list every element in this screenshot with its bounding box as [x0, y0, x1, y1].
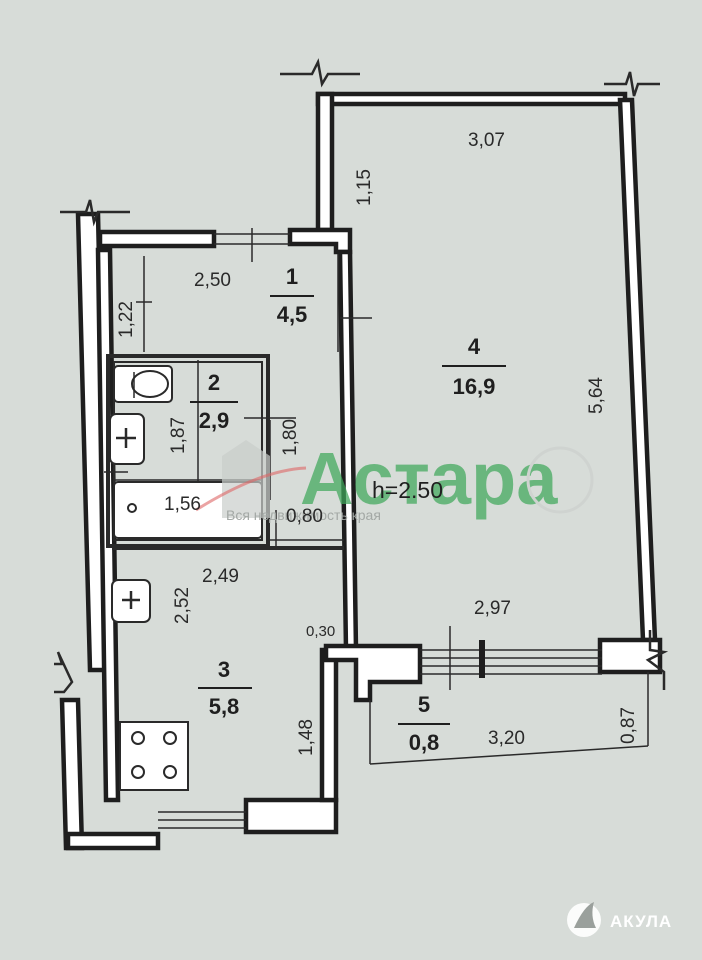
wall-kitchen-right — [319, 647, 339, 803]
door-room1-room4 — [337, 254, 372, 352]
akula-logo: АКУЛА — [567, 902, 672, 937]
ceiling-height: h=2.50 — [372, 477, 443, 503]
dim-1-87: 1,87 — [168, 417, 189, 454]
dim-3-07: 3,07 — [468, 130, 505, 151]
wall-top-room4 — [315, 91, 628, 107]
window-room1 — [214, 228, 290, 262]
watermark-circle-icon — [526, 446, 594, 514]
balcony-door — [420, 626, 602, 690]
balcony-outline — [369, 672, 649, 765]
wall-bottom-right — [243, 797, 339, 835]
room-1-number: 1 — [286, 264, 298, 289]
dim-3-20: 3,20 — [488, 728, 525, 749]
dim-1-56: 1,56 — [164, 494, 201, 515]
room-3-label: 3 5,8 — [198, 657, 252, 719]
dim-1-48: 1,48 — [296, 719, 317, 756]
toilet-icon — [113, 365, 173, 403]
dim-1-22: 1,22 — [116, 301, 137, 338]
room-5-area: 0,8 — [409, 730, 440, 755]
dim-2-49: 2,49 — [202, 566, 239, 587]
dim-0-30: 0,30 — [306, 623, 335, 640]
watermark: Астара Вся недвижимость края — [195, 437, 594, 523]
room-5-number: 5 — [418, 692, 430, 717]
room-2-number: 2 — [208, 370, 220, 395]
wall-top-room1 — [97, 229, 217, 249]
dim-1-80: 1,80 — [280, 419, 301, 456]
wall-corner-room1 — [287, 227, 353, 255]
room-1-label: 1 4,5 — [270, 264, 314, 327]
sink-icon — [109, 413, 145, 465]
watermark-swoosh-icon — [195, 466, 307, 512]
break-symbols — [54, 58, 669, 694]
kitchen-sink-icon — [111, 579, 151, 623]
logo-text: АКУЛА — [610, 912, 672, 931]
room-labels: 1 4,5 2 2,9 3 5,8 4 16,9 5 0,8 — [190, 264, 506, 755]
dim-2-97: 2,97 — [474, 598, 511, 619]
window-kitchen — [158, 811, 246, 829]
wall-left-lower — [59, 697, 85, 851]
room-4-area: 16,9 — [453, 374, 496, 399]
watermark-brand: Астара — [300, 437, 558, 520]
wall-right-room4 — [617, 97, 658, 643]
room-3-area: 5,8 — [209, 694, 240, 719]
dim-1-15: 1,15 — [354, 169, 375, 206]
wall-balcony-left — [323, 643, 423, 703]
room-2-area: 2,9 — [199, 408, 230, 433]
wall-balcony-right — [597, 637, 663, 675]
room-2-label: 2 2,9 — [190, 370, 238, 433]
room-5-label: 5 0,8 — [398, 692, 450, 755]
wall-left-room4-upper — [315, 91, 335, 233]
dim-5-64: 5,64 — [586, 377, 607, 414]
dimension-labels: 3,07 1,15 2,50 1,22 5,64 1,87 1,80 1,56 … — [116, 130, 639, 756]
watermark-house-icon — [222, 440, 270, 518]
room-3-number: 3 — [218, 657, 230, 682]
dim-0-80: 0,80 — [286, 506, 323, 527]
dim-0-87: 0,87 — [618, 707, 639, 744]
dim-2-50: 2,50 — [194, 270, 231, 291]
room-4-number: 4 — [468, 334, 481, 359]
stove-icon — [119, 721, 189, 791]
wall-bottom-left — [65, 831, 161, 851]
watermark-tagline: Вся недвижимость края — [226, 507, 381, 523]
room-1-area: 4,5 — [277, 302, 308, 327]
dim-2-52: 2,52 — [172, 587, 193, 624]
room-4-label: 4 16,9 — [442, 334, 506, 399]
